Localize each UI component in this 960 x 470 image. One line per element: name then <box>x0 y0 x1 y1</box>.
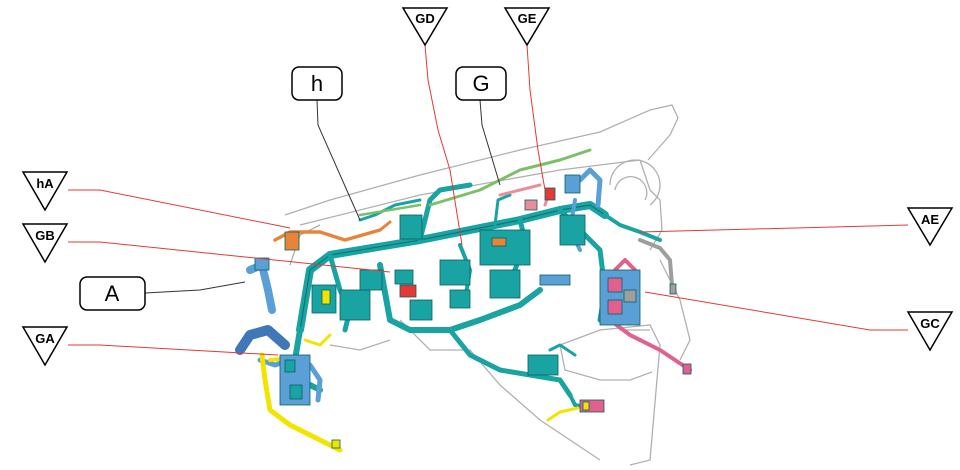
callout-label-AE: AE <box>921 212 939 227</box>
callout-label-h: h <box>311 71 323 96</box>
callout-box-h: h <box>291 66 343 101</box>
callout-triangle-hA: hA <box>21 171 69 212</box>
callout-label-A: A <box>105 281 120 306</box>
callout-label-GD: GD <box>415 11 435 26</box>
callout-triangle-GB: GB <box>21 223 69 264</box>
connector-blocks <box>254 174 692 449</box>
callout-triangle-GC: GC <box>906 311 954 352</box>
callout-triangle-GE: GE <box>503 7 551 47</box>
callout-box-A: A <box>79 276 146 311</box>
callout-label-GA: GA <box>35 331 55 346</box>
callout-triangle-GD: GD <box>401 7 449 47</box>
callout-box-G: G <box>455 66 507 101</box>
callout-triangle-AE: AE <box>906 207 954 247</box>
callout-label-GE: GE <box>518 11 537 26</box>
callout-label-GC: GC <box>920 316 940 331</box>
callout-label-GB: GB <box>35 228 55 243</box>
callout-triangle-GA: GA <box>21 326 69 367</box>
callout-label-hA: hA <box>36 176 54 191</box>
callout-label-G: G <box>472 71 489 96</box>
leader-lines <box>68 44 909 356</box>
